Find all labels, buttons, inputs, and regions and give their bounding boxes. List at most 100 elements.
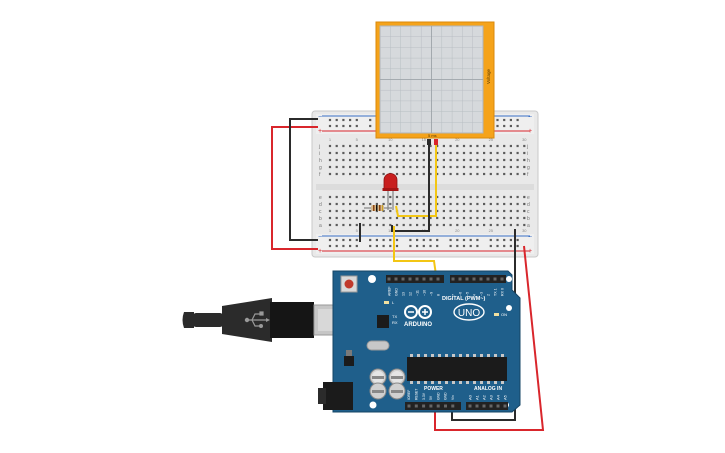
arduino-logo-icon — [404, 305, 432, 319]
digital-pin-label: ~10 — [422, 290, 426, 296]
tx-led-label: TX — [392, 314, 397, 319]
column-number: 20 — [455, 228, 460, 233]
digital-pin-label: ~11 — [415, 290, 419, 296]
digital-pin-label: 13 — [401, 292, 405, 296]
row-letter: c — [319, 209, 322, 215]
wire-yellow-scope[interactable] — [395, 144, 437, 217]
digital-pin-label: ~9 — [429, 292, 433, 296]
row-letter: e — [527, 195, 530, 201]
usb-icon — [244, 311, 270, 329]
power-pin-label: GND — [444, 392, 448, 400]
column-number: 25 — [489, 137, 494, 142]
row-letter: a — [319, 223, 322, 229]
analog-pin-label: A4 — [495, 394, 500, 400]
analog-pin-label: A3 — [488, 394, 493, 400]
rail-minus-bottom: − — [318, 234, 322, 241]
digital-pin-label: ~6 — [458, 292, 462, 296]
row-letter: b — [319, 216, 322, 222]
rail-minus-top: − — [318, 114, 322, 121]
row-letter: g — [527, 165, 530, 171]
analog-pin-label: A2 — [481, 394, 486, 400]
row-letter: d — [319, 202, 322, 208]
row-letter: d — [527, 202, 530, 208]
digital-pin-label: 12 — [408, 292, 412, 296]
row-letter: b — [527, 216, 530, 222]
oscilloscope[interactable]: Voltage 5 ms — [375, 21, 495, 145]
rail-minus-bottom-right: − — [528, 234, 532, 241]
power-pin-label: 3.3V — [422, 392, 426, 400]
wire-red-right[interactable] — [434, 245, 545, 431]
rx-led-label: RX — [392, 320, 398, 325]
oscilloscope-voltage-label: Voltage — [486, 68, 491, 84]
rail-plus-top: + — [318, 128, 322, 135]
power-header[interactable] — [405, 402, 461, 410]
analog-pin-label: A5 — [502, 394, 507, 400]
column-number: 5 — [356, 137, 359, 142]
column-number: 25 — [489, 228, 494, 233]
digital-pin-label: ~5 — [465, 292, 469, 296]
column-number: 15 — [422, 137, 427, 142]
column-number: 20 — [455, 137, 460, 142]
l-led-label: L — [392, 300, 395, 305]
rail-plus-bottom: + — [318, 248, 322, 255]
led[interactable] — [382, 173, 399, 211]
column-number: 1 — [329, 228, 332, 233]
power-pin-label: RESET — [415, 389, 419, 400]
atmega-chip — [407, 354, 507, 384]
model-label: UNO — [458, 308, 480, 319]
column-number: 1 — [329, 137, 332, 142]
analog-pin-label: A0 — [467, 394, 472, 400]
analog-label: ANALOG IN — [474, 386, 502, 392]
digital-pin-label: 7 — [451, 294, 455, 296]
rail-plus-top-right: + — [528, 128, 532, 135]
power-jack[interactable] — [318, 382, 353, 410]
on-led-label: ON — [501, 312, 507, 317]
resistor[interactable] — [364, 205, 392, 211]
digital-pin-label: AREF — [387, 286, 391, 296]
wire-black-left-loop[interactable] — [289, 118, 318, 241]
oscilloscope-time-label: 5 ms — [428, 133, 437, 138]
row-letter: i — [527, 151, 528, 157]
column-number: 30 — [522, 137, 527, 142]
digital-pin-label: 8 — [436, 294, 440, 296]
row-letter: j — [526, 144, 528, 150]
row-letter: c — [527, 209, 530, 215]
row-letter: j — [318, 144, 320, 150]
row-letter: a — [527, 223, 530, 229]
digital-pin-label: ~3 — [479, 292, 483, 296]
row-letter: f — [319, 172, 321, 178]
power-pin-label: Vin — [451, 395, 455, 400]
oscilloscope-probe-negative[interactable] — [427, 139, 431, 145]
column-number: 30 — [522, 228, 527, 233]
column-number: 10 — [388, 228, 393, 233]
rail-minus-top-right: − — [528, 114, 532, 121]
oscilloscope-probe-positive[interactable] — [434, 139, 438, 145]
digital-label: DIGITAL (PWM~) — [442, 296, 486, 302]
column-number: 5 — [356, 228, 359, 233]
wire-black-scope[interactable] — [391, 144, 430, 232]
digital-pin-label: RX 0 — [500, 288, 504, 296]
digital-header[interactable] — [386, 275, 506, 283]
power-pin-label: GND — [436, 392, 440, 400]
rail-plus-bottom-right: + — [528, 248, 532, 255]
digital-pin-label: GND — [394, 288, 398, 296]
row-letter: g — [319, 165, 322, 171]
analog-header[interactable] — [466, 402, 508, 410]
column-number: 10 — [388, 137, 393, 142]
wire-red-left-loop[interactable] — [271, 126, 318, 250]
usb-cable[interactable] — [182, 298, 359, 342]
reset-button[interactable] — [340, 275, 358, 293]
row-letter: e — [319, 195, 322, 201]
row-letter: i — [319, 151, 320, 157]
analog-pin-label: A1 — [474, 394, 479, 400]
power-label: POWER — [424, 386, 443, 392]
digital-pin-label: TX 1 — [493, 288, 497, 296]
digital-pin-label: 4 — [472, 294, 476, 296]
uno-badge: UNO — [453, 303, 485, 321]
row-letter: h — [527, 158, 530, 164]
